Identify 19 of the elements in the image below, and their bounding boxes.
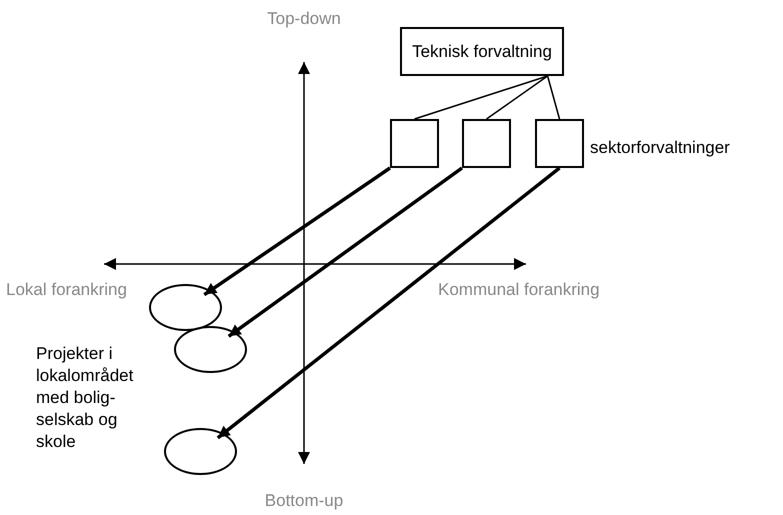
process-box: Teknisk forvaltning — [400, 27, 564, 76]
connector-line — [414, 75, 548, 120]
axis-label: Kommunal forankring — [438, 279, 601, 301]
description-text: Projekter i lokalområdet med bolig- selskab og skole — [36, 343, 134, 453]
project-ellipse — [149, 284, 222, 331]
sector-box — [535, 119, 584, 168]
axis-label: Top-down — [266, 8, 342, 30]
axis-label: Bottom-up — [264, 490, 344, 512]
sector-box — [462, 119, 511, 168]
group-label: sektorforvaltninger — [590, 137, 731, 159]
arrow — [203, 166, 391, 296]
arrow — [216, 166, 561, 440]
project-ellipse — [164, 428, 237, 475]
connector-line — [546, 76, 560, 120]
arrow — [228, 166, 464, 338]
sector-box — [390, 119, 439, 168]
project-ellipse — [174, 326, 247, 373]
connector-line — [486, 75, 548, 120]
axis-label: Lokal forankring — [6, 279, 128, 301]
